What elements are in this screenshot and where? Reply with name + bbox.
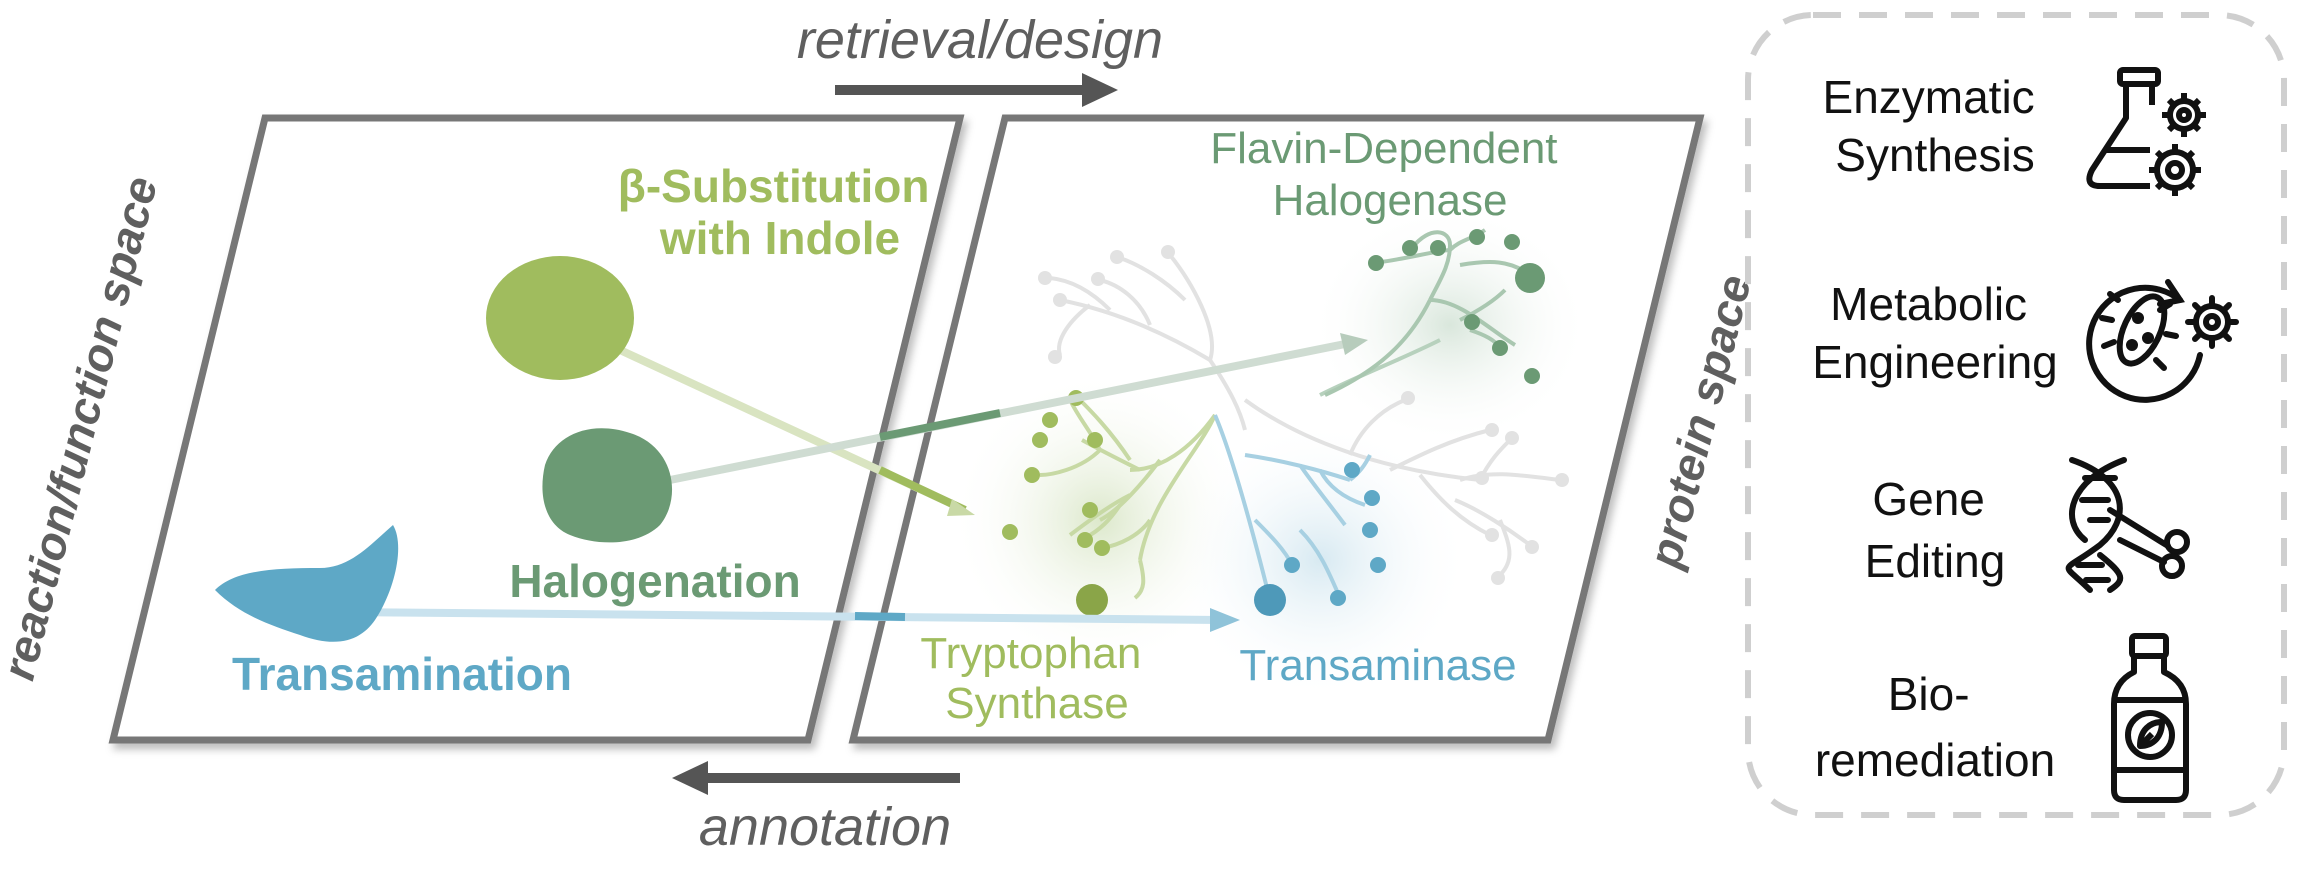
transaminase-clade xyxy=(1213,414,1372,601)
beta-substitution-blob xyxy=(486,256,634,380)
annotation-label: annotation xyxy=(699,797,951,857)
bioremediation-label: Bio- remediation xyxy=(1815,668,2055,786)
annotation-arrow xyxy=(672,761,960,795)
beta-substitution-label: β-Substitution with Indole xyxy=(618,160,942,264)
enzymatic-synthesis-label: Enzymatic Synthesis xyxy=(1823,71,2048,181)
halogenase-clade xyxy=(1324,228,1532,397)
gene-editing-label: Gene Editing xyxy=(1865,473,2006,587)
retrieval-design-label: retrieval/design xyxy=(797,10,1163,70)
tryptophan-synthase-leaves xyxy=(1002,390,1110,616)
microbe-gear-icon xyxy=(2086,279,2239,403)
flask-gears-icon xyxy=(2086,67,2206,196)
flavin-dependent-halogenase-label: Flavin-Dependent Halogenase xyxy=(1210,124,1570,225)
transamination-blob xyxy=(215,525,399,642)
transaminase-label: Transaminase xyxy=(1239,641,1516,690)
background-tree-leaves xyxy=(1038,245,1569,585)
applications-panel xyxy=(1745,12,2287,818)
background-tree xyxy=(1049,253,1561,577)
tryptophan-synthase-label: Tryptophan Synthase xyxy=(920,629,1153,728)
protein-space-axis-label: protein space xyxy=(1638,270,1761,575)
halogenase-leaves xyxy=(1368,229,1545,384)
halogenation-blob xyxy=(542,428,673,543)
retrieval-design-arrow xyxy=(835,73,1118,107)
bottle-leaf-icon xyxy=(2111,633,2189,803)
tryptophan-synthase-clade xyxy=(1039,398,1217,600)
metabolic-engineering-label: Metabolic Engineering xyxy=(1812,278,2058,388)
transaminase-leaves xyxy=(1254,462,1386,616)
transamination-label: Transamination xyxy=(232,648,572,700)
halogenation-label: Halogenation xyxy=(509,555,800,607)
mapping-arrows xyxy=(344,333,1368,632)
dna-scissors-icon xyxy=(2065,457,2190,593)
